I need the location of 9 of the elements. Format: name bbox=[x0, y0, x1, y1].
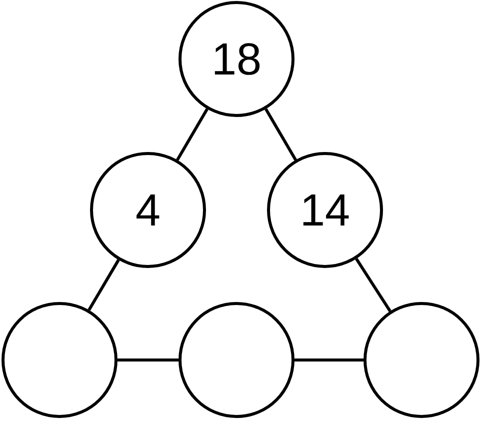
empty-circle bbox=[2, 302, 118, 418]
empty-circle bbox=[364, 302, 480, 418]
connector-line bbox=[118, 358, 178, 362]
empty-circle bbox=[178, 302, 294, 418]
connector-line bbox=[294, 358, 364, 362]
connector-line bbox=[355, 258, 392, 312]
connector-line bbox=[176, 108, 208, 161]
connector-line bbox=[264, 108, 297, 161]
connector-line bbox=[88, 259, 120, 311]
